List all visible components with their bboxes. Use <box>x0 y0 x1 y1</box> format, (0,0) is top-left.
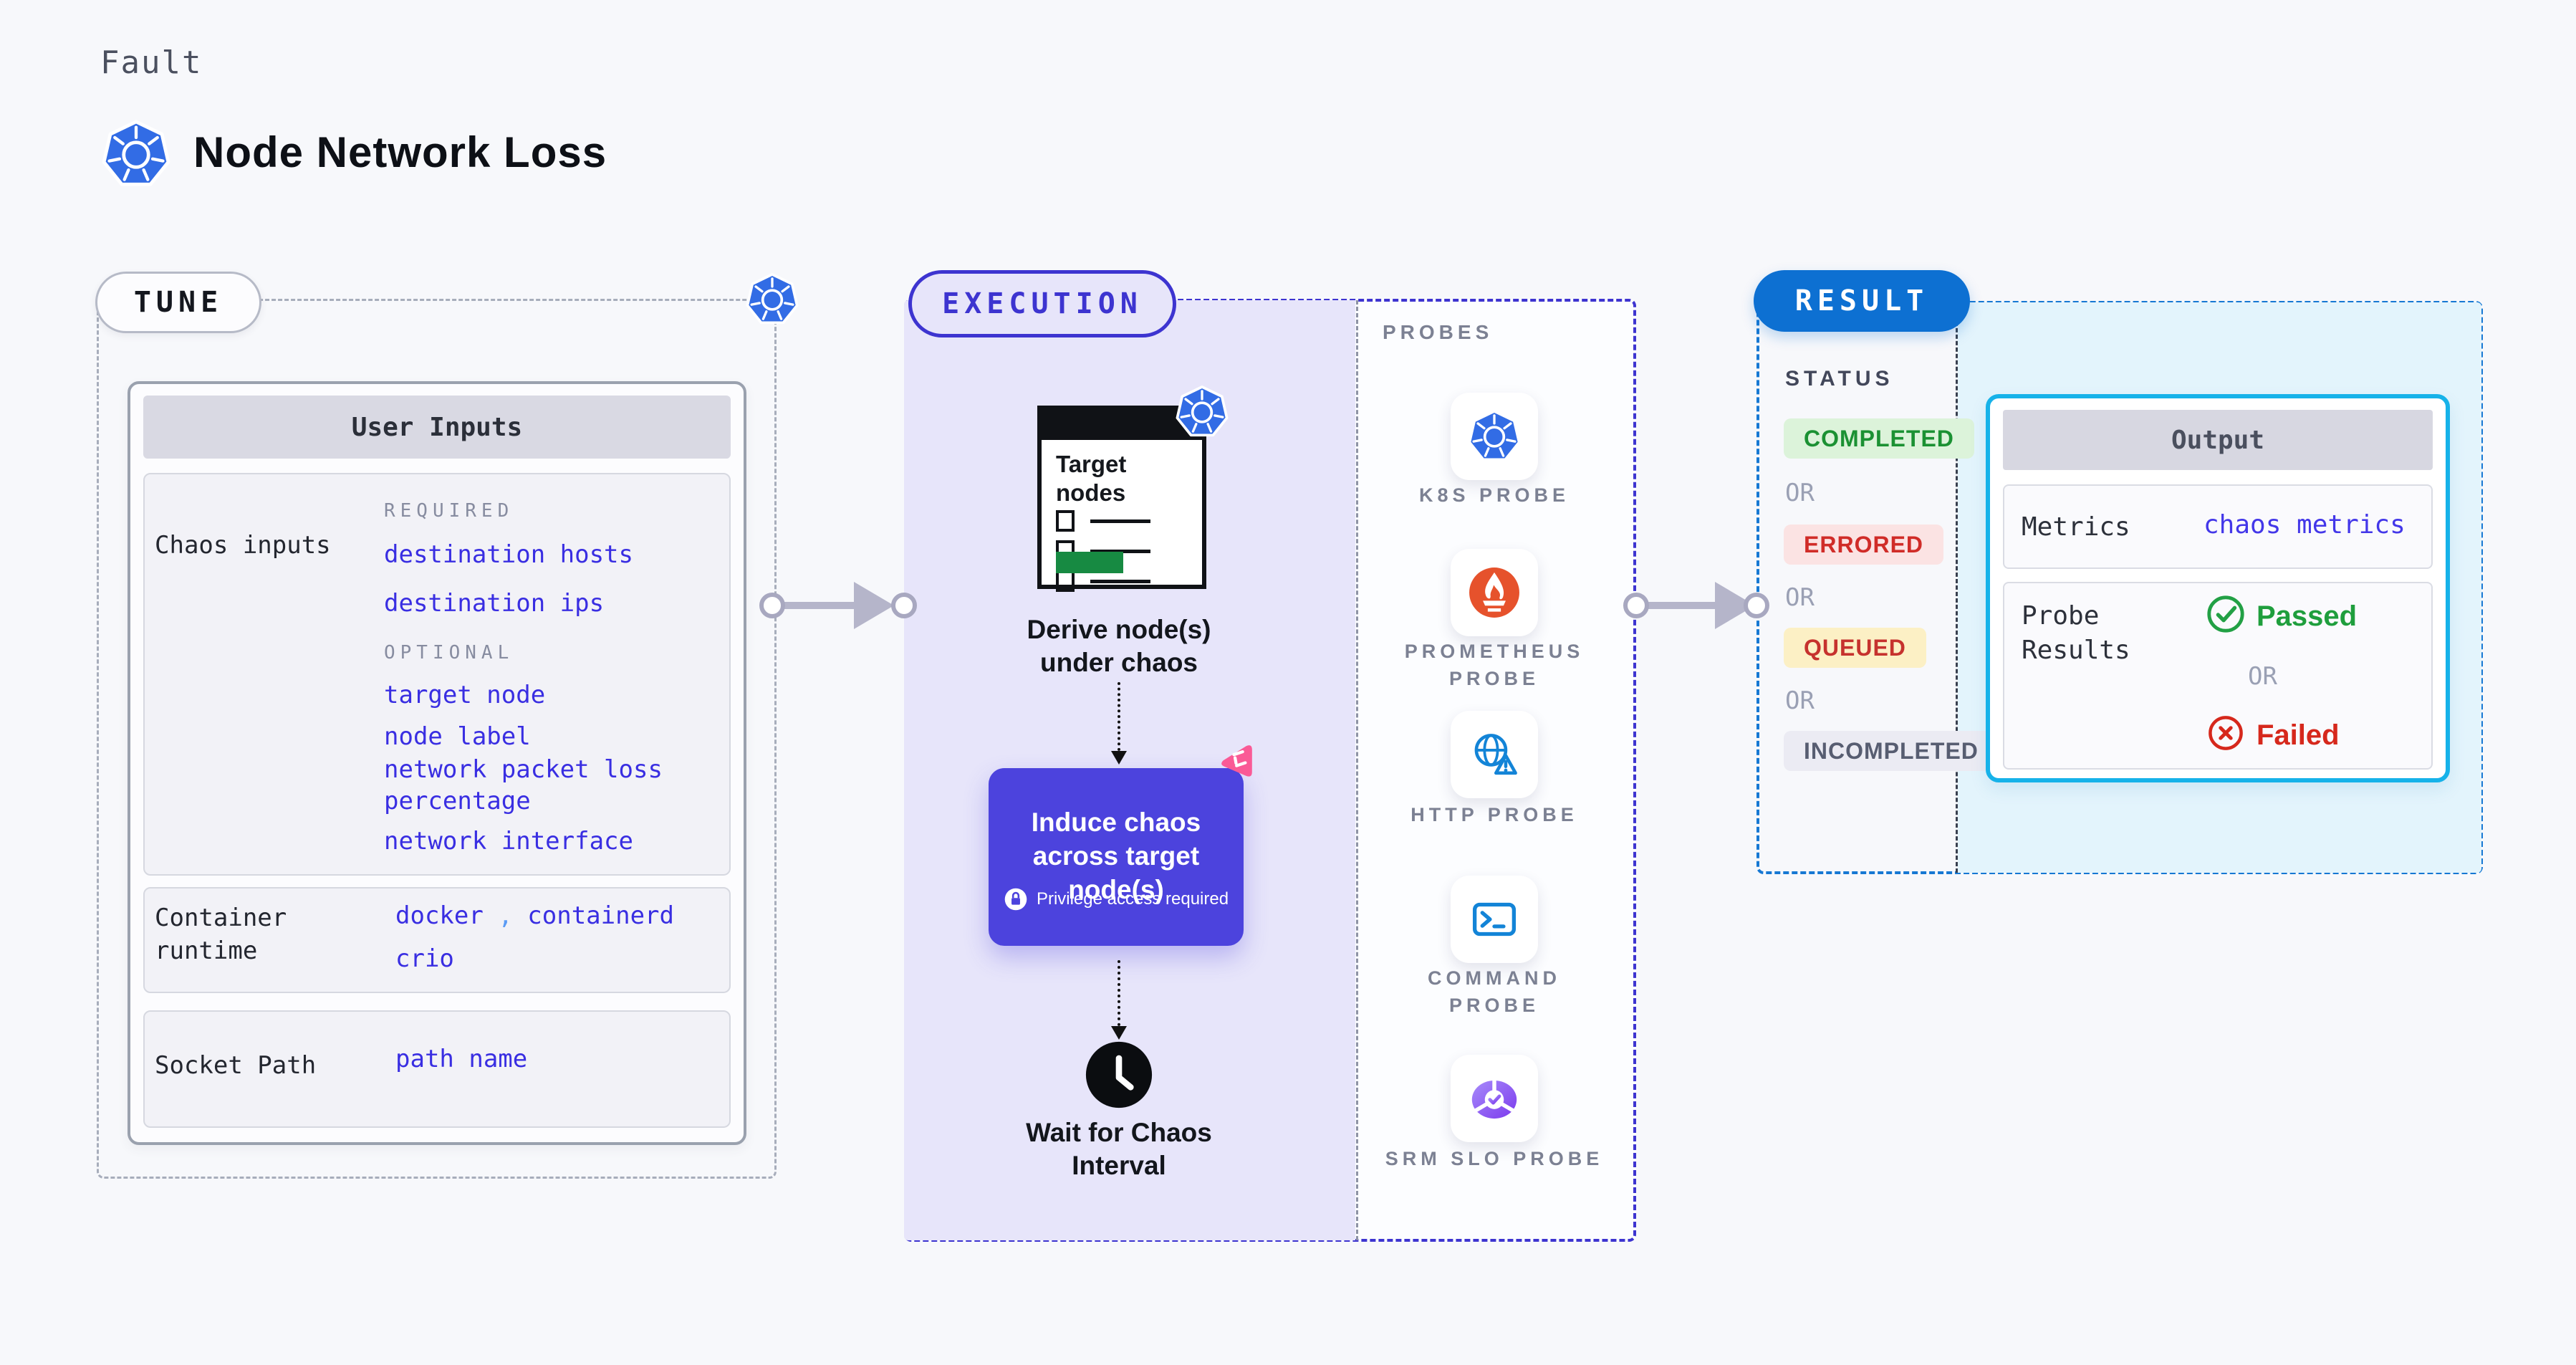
globe-alert-icon <box>1474 734 1517 775</box>
probes-title: PROBES <box>1383 321 1494 343</box>
probes-divider <box>1356 300 1358 1240</box>
flow-arrow-line <box>1639 602 1719 609</box>
flow-arrow-line <box>775 602 858 609</box>
k8s-probe-card <box>1451 393 1538 480</box>
command-probe-label: COMMAND PROBE <box>1428 967 1561 1016</box>
container-runtime-row <box>143 887 731 993</box>
kubernetes-icon <box>1176 385 1229 440</box>
connector-dot <box>1623 593 1649 618</box>
runtime-crio: crio <box>395 944 454 973</box>
kubernetes-icon <box>1468 409 1521 464</box>
or-label: OR <box>2248 662 2277 691</box>
connector-dot <box>1744 593 1769 618</box>
status-completed-badge: COMPLETED <box>1784 418 1974 459</box>
fault-kicker: Fault <box>100 44 203 81</box>
input-target-node: target node <box>384 681 546 709</box>
input-network-interface: network interface <box>384 827 633 856</box>
http-probe-label: HTTP PROBE <box>1410 804 1578 825</box>
user-inputs-title: User Inputs <box>143 396 731 459</box>
failed-x-icon <box>2209 716 2243 750</box>
target-nodes-document: Target nodes <box>1037 406 1206 592</box>
socket-path-label: Socket Path <box>155 1051 317 1080</box>
status-title: STATUS <box>1785 367 1894 391</box>
runtime-containerd: containerd <box>527 901 674 930</box>
metrics-value: chaos metrics <box>2203 510 2406 540</box>
privilege-note-text: Privilege access required <box>1036 889 1229 909</box>
page-title: Node Network Loss <box>193 128 607 176</box>
prometheus-probe-card <box>1451 549 1538 636</box>
passed-check-icon <box>2207 595 2244 633</box>
induce-chaos-box: Induce chaos across target node(s) Privi… <box>989 768 1244 946</box>
chaos-litmus-icon <box>1221 745 1252 777</box>
status-incompleted-badge: INCOMPLETED <box>1784 731 1999 771</box>
dotted-connector <box>1118 960 1120 1026</box>
dotted-arrow-head <box>1111 751 1127 765</box>
flow-arrow-head <box>854 582 894 629</box>
prometheus-icon <box>1469 567 1519 618</box>
runtime-separator: , <box>498 901 513 930</box>
container-runtime-values: docker , containerd <box>395 900 674 931</box>
execution-badge: EXECUTION <box>908 270 1176 337</box>
status-output-divider <box>1956 302 1958 873</box>
text-line <box>1090 549 1150 553</box>
tune-badge: TUNE <box>95 272 261 333</box>
passed-label: Passed <box>2257 600 2358 632</box>
status-queued-badge: QUEUED <box>1784 628 1926 668</box>
command-probe-card <box>1451 876 1538 963</box>
metrics-row <box>2003 484 2433 569</box>
text-line <box>1090 519 1150 523</box>
input-node-label: node label <box>384 722 531 751</box>
target-nodes-label: Target nodes <box>1056 451 1127 506</box>
kubernetes-icon <box>102 119 170 191</box>
or-label: OR <box>1785 479 1815 507</box>
or-label: OR <box>1785 583 1815 612</box>
highlight-bar <box>1056 552 1123 573</box>
input-destination-hosts: destination hosts <box>384 540 633 569</box>
k8s-probe-label: K8S PROBE <box>1418 484 1570 506</box>
probe-results-row <box>2003 582 2433 770</box>
optional-title: OPTIONAL <box>384 642 514 664</box>
terminal-icon <box>1472 902 1517 937</box>
http-probe-card <box>1451 711 1538 798</box>
connector-dot <box>759 593 785 618</box>
required-title: REQUIRED <box>384 500 514 522</box>
srm-slo-probe-card <box>1451 1055 1538 1142</box>
tune-section <box>97 299 777 1179</box>
text-line <box>1090 579 1150 583</box>
socket-path-value: path name <box>395 1045 528 1073</box>
input-network-packet-loss-percentage: network packet loss percentage <box>384 755 663 815</box>
connector-dot <box>891 593 917 618</box>
dotted-arrow-head <box>1111 1026 1127 1040</box>
container-runtime-label: Container runtime <box>155 904 287 965</box>
or-label: OR <box>1785 686 1815 715</box>
induce-chaos-label: Induce chaos across target node(s) <box>1031 808 1201 904</box>
result-badge: RESULT <box>1754 270 1970 332</box>
chaos-inputs-row <box>143 473 731 876</box>
kubernetes-icon <box>746 272 799 327</box>
node-checkbox-row <box>1056 570 1150 592</box>
chaos-inputs-label: Chaos inputs <box>155 531 331 560</box>
clock-icon <box>1085 1041 1153 1108</box>
privilege-note: Privilege access required <box>989 887 1244 911</box>
output-title: Output <box>2003 410 2433 470</box>
checkbox-icon <box>1056 510 1075 532</box>
probe-results-label: Probe Results <box>2022 601 2130 665</box>
srm-slo-probe-label: SRM SLO PROBE <box>1385 1148 1604 1169</box>
document-titlebar <box>1042 410 1202 440</box>
runtime-docker: docker <box>395 901 484 930</box>
socket-path-row <box>143 1010 731 1128</box>
derive-nodes-label: Derive node(s) under chaos <box>1027 615 1211 677</box>
node-checkbox-row <box>1056 510 1150 532</box>
status-errored-badge: ERRORED <box>1784 525 1944 565</box>
input-destination-ips: destination ips <box>384 589 605 618</box>
checkbox-icon <box>1056 570 1075 592</box>
lock-icon <box>1004 888 1027 911</box>
slo-gauge-icon <box>1471 1078 1517 1119</box>
wait-chaos-interval-label: Wait for Chaos Interval <box>1026 1118 1212 1180</box>
dotted-connector <box>1118 682 1120 751</box>
metrics-label: Metrics <box>2022 512 2130 542</box>
prometheus-probe-label: PROMETHEUS PROBE <box>1404 641 1585 689</box>
failed-label: Failed <box>2257 719 2340 751</box>
